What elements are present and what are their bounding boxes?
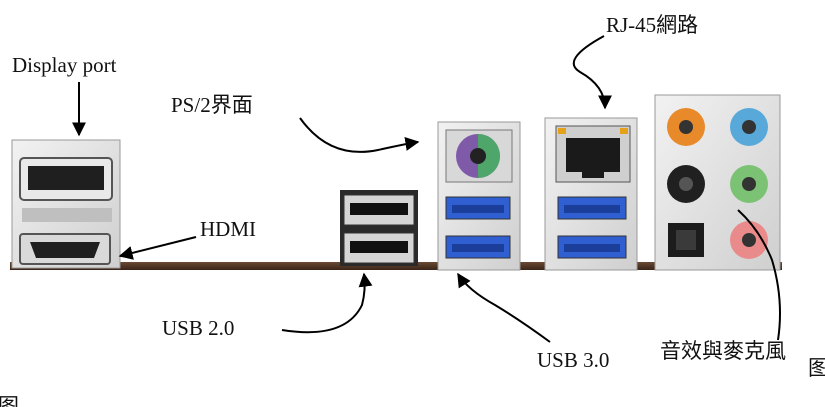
label-audio: 音效與麥克風 — [660, 339, 786, 363]
arrow-hdmi — [118, 236, 197, 260]
label-usb3: USB 3.0 — [537, 348, 610, 372]
arrow-usb2 — [281, 272, 373, 334]
clipped-caption-right: 图 — [808, 358, 825, 379]
label-rj45: RJ-45網路 — [606, 13, 699, 37]
ps2-usb3-column — [437, 121, 521, 271]
audio-block — [654, 94, 781, 271]
arrow-usb3 — [457, 272, 551, 343]
label-hdmi: HDMI — [200, 217, 256, 241]
label-ps2: PS/2界面 — [171, 93, 253, 117]
label-usb2: USB 2.0 — [162, 316, 235, 340]
display-hdmi-block — [11, 139, 121, 269]
label-display-port: Display port — [12, 53, 117, 77]
leader-audio — [737, 209, 781, 341]
rj45-usb3-column — [544, 117, 638, 271]
clipped-caption-bottom: 图 — [0, 396, 19, 407]
usb2-stack — [340, 190, 418, 266]
arrow-rj45 — [573, 35, 612, 110]
arrow-ps2 — [299, 117, 420, 153]
